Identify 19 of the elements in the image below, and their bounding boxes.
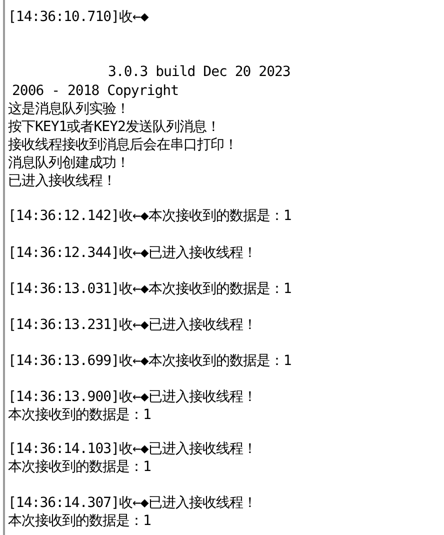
terminal-line: 本次接收到的数据是：1	[8, 458, 151, 476]
terminal-line: 本次接收到的数据是：1	[8, 512, 151, 530]
terminal-line: [14:36:13.231]收←◆已进入接收线程！	[8, 316, 256, 334]
terminal-line: 本次接收到的数据是：1	[8, 406, 151, 424]
terminal-line: [14:36:13.900]收←◆已进入接收线程！	[8, 388, 256, 406]
terminal-line: 3.0.3 build Dec 20 2023	[108, 63, 290, 81]
terminal-line: [14:36:12.142]收←◆本次接收到的数据是：1	[8, 207, 292, 225]
terminal-line: [14:36:13.031]收←◆本次接收到的数据是：1	[8, 280, 292, 298]
terminal-line: 消息队列创建成功！	[8, 154, 130, 172]
terminal-line: 接收线程接收到消息后会在串口打印！	[8, 136, 238, 154]
terminal-line: [14:36:13.699]收←◆本次接收到的数据是：1	[8, 352, 292, 370]
terminal-line: 2006 - 2018 Copyright	[12, 82, 179, 100]
terminal-line: 按下KEY1或者KEY2发送队列消息！	[8, 118, 220, 136]
terminal-line: 已进入接收线程！	[8, 172, 116, 190]
terminal-line: [14:36:14.103]收←◆已进入接收线程！	[8, 440, 256, 458]
terminal-line: [14:36:14.307]收←◆已进入接收线程！	[8, 494, 256, 512]
terminal-line: 这是消息队列实验！	[8, 100, 130, 118]
terminal-line: [14:36:12.344]收←◆已进入接收线程！	[8, 244, 256, 262]
terminal-line: [14:36:10.710]收←◆	[8, 8, 148, 26]
